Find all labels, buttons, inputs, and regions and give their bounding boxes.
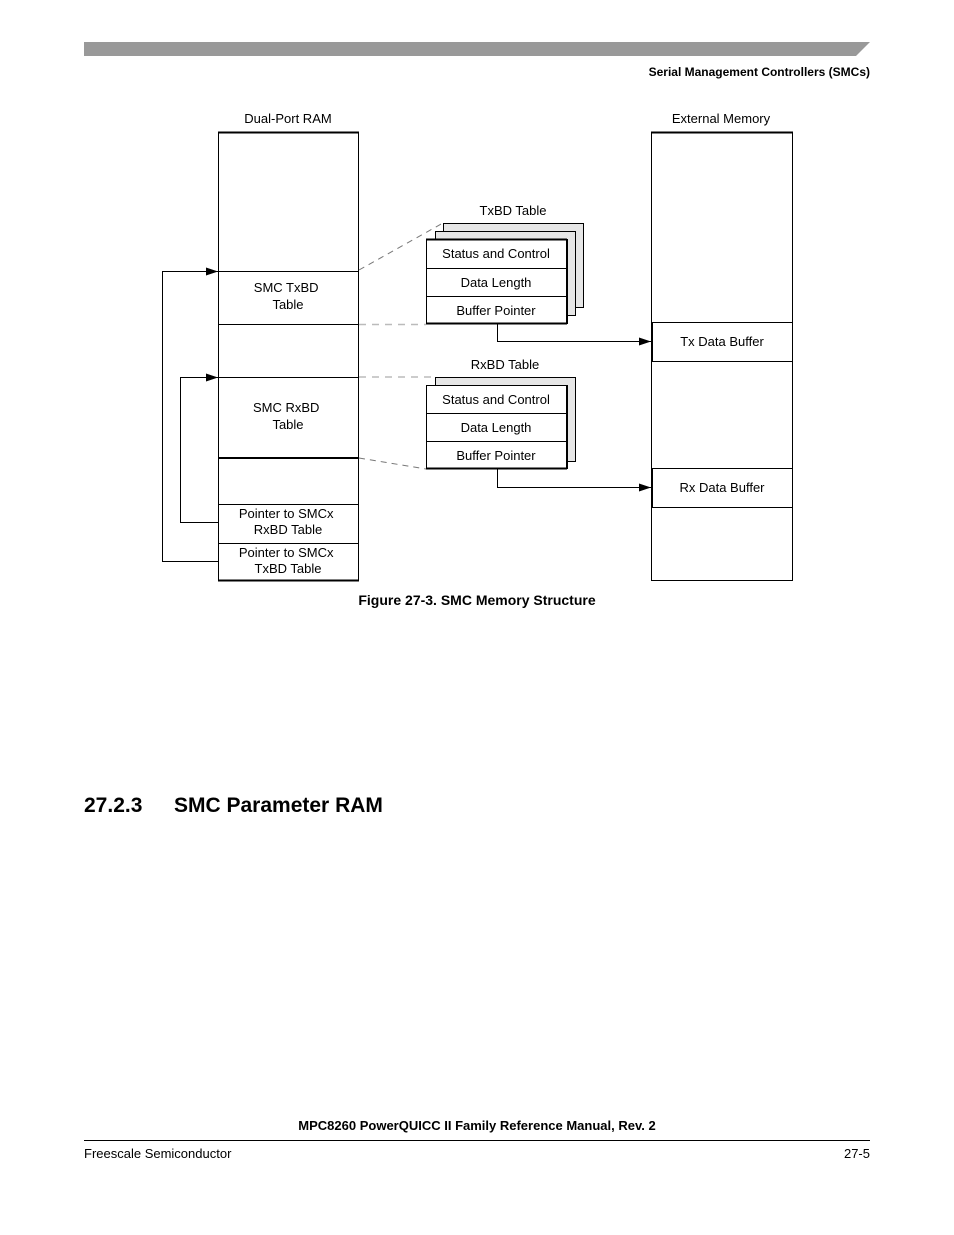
chapter-title: Serial Management Controllers (SMCs)	[648, 65, 870, 79]
figure-caption: Figure 27-3. SMC Memory Structure	[358, 592, 596, 608]
txbd-field-status: Status and Control	[442, 246, 550, 261]
external-memory-label: External Memory	[672, 111, 771, 126]
rxbd-table-title: RxBD Table	[471, 357, 539, 372]
rx-buffer-arrow	[497, 469, 651, 492]
pointer-txbd-label: Pointer to SMCx TxBD Table	[239, 545, 337, 576]
rxbd-field-length: Data Length	[461, 420, 532, 435]
rxbd-stack-front	[426, 385, 567, 469]
rxbd-field-pointer: Buffer Pointer	[456, 448, 536, 463]
txbd-dash-top	[358, 222, 444, 271]
smc-rxbd-table-label: SMC RxBD Table	[253, 400, 323, 432]
smc-memory-diagram: Dual-Port RAM SMC TxBD Table SMC RxBD Ta…	[162, 111, 793, 582]
external-memory-block	[651, 132, 793, 581]
page-number: 27-5	[843, 1146, 870, 1161]
company-name: Freescale Semiconductor	[84, 1146, 232, 1161]
rxbd-field-status: Status and Control	[442, 392, 550, 407]
txbd-stack-front	[426, 239, 567, 324]
txbd-pointer-arrow	[162, 267, 218, 562]
txbd-table-title: TxBD Table	[480, 203, 547, 218]
dual-port-ram-label: Dual-Port RAM	[244, 111, 331, 126]
section-heading: 27.2.3 SMC Parameter RAM	[84, 794, 383, 818]
section-number: 27.2.3	[84, 794, 143, 817]
rx-data-buffer-label: Rx Data Buffer	[679, 480, 765, 495]
footer-divider	[84, 1140, 870, 1141]
rxbd-pointer-arrow	[180, 373, 218, 523]
smc-txbd-table-label: SMC TxBD Table	[254, 280, 322, 312]
manual-title: MPC8260 PowerQUICC II Family Reference M…	[298, 1118, 656, 1133]
txbd-field-length: Data Length	[461, 275, 532, 290]
pointer-rxbd-label: Pointer to SMCx RxBD Table	[239, 506, 337, 537]
section-title: SMC Parameter RAM	[174, 794, 383, 817]
txbd-field-pointer: Buffer Pointer	[456, 303, 536, 318]
rxbd-dash-bottom	[358, 457, 427, 470]
tx-buffer-arrow	[497, 324, 651, 346]
header-bar	[84, 42, 870, 56]
tx-data-buffer-label: Tx Data Buffer	[680, 334, 764, 349]
